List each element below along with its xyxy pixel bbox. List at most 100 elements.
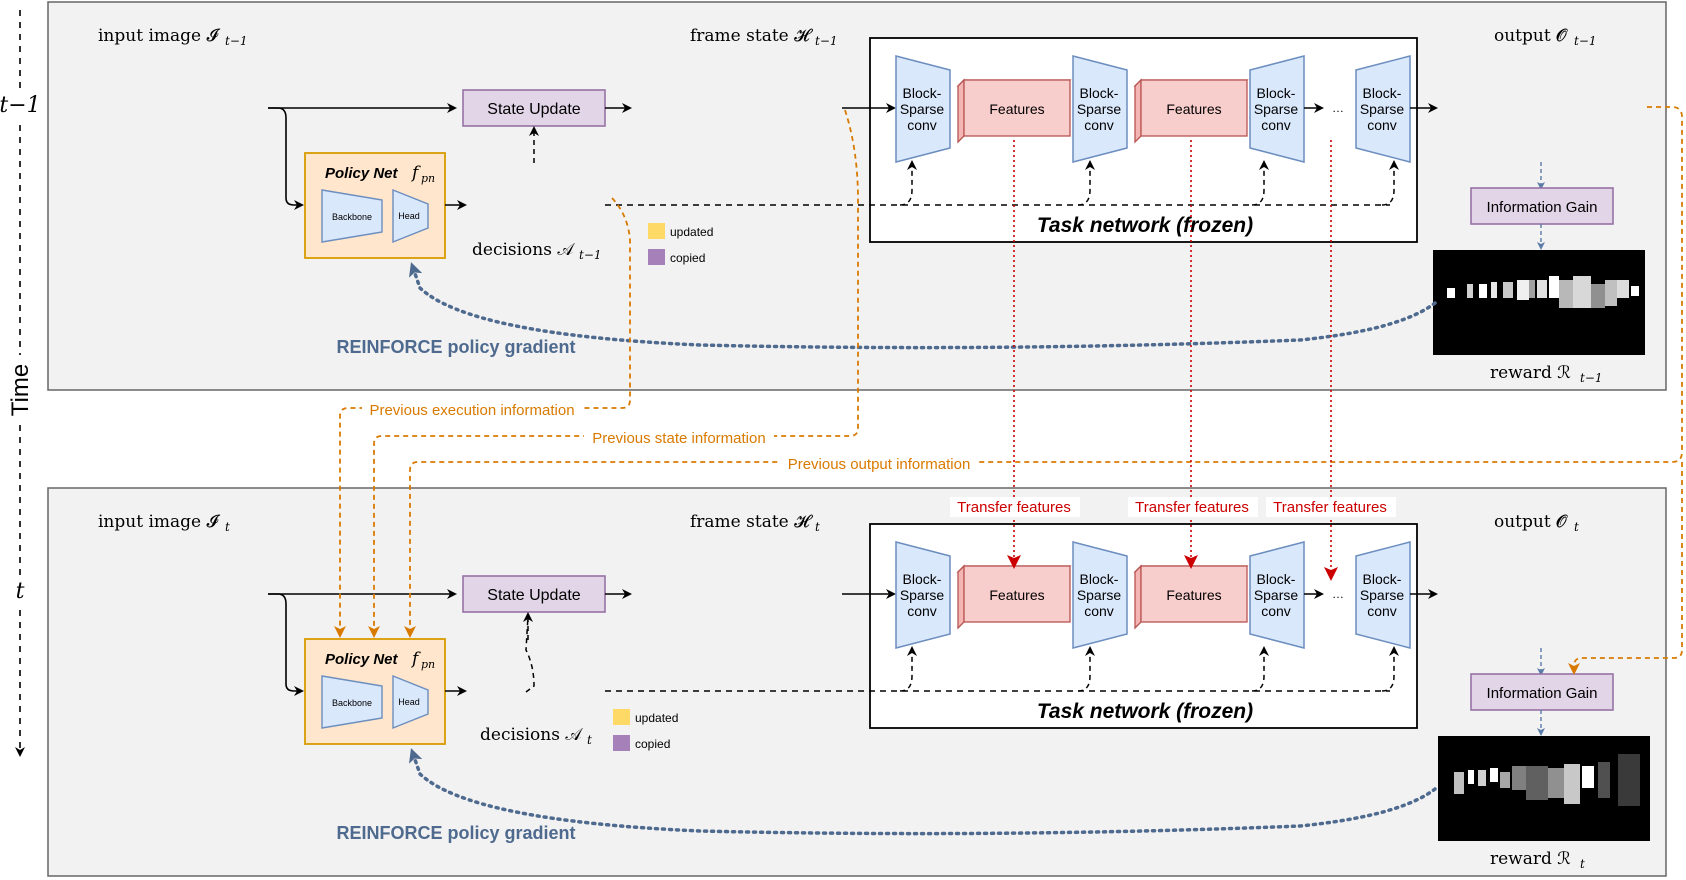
- input-image-label: input image 𝓘: [98, 26, 220, 46]
- block-sparse-conv-2: [1072, 541, 1128, 649]
- block-sparse-label: conv: [1084, 117, 1114, 133]
- reward-subscript: t: [1580, 857, 1585, 871]
- block-sparse-label: Block-: [1080, 571, 1119, 587]
- head-label: Head: [398, 697, 420, 707]
- block-sparse-label: Sparse: [1360, 101, 1405, 117]
- backbone-block: [321, 189, 383, 243]
- legend-copied-label: copied: [670, 251, 705, 265]
- frame-state-label: frame state 𝓗: [690, 512, 813, 532]
- block-sparse-conv-3: [1249, 55, 1305, 163]
- block-sparse-label: Block-: [1363, 571, 1402, 587]
- block-sparse-label: Sparse: [1077, 587, 1122, 603]
- input-image-subscript: t−1: [225, 34, 248, 48]
- features-box-1: [963, 565, 1071, 623]
- output-label: output 𝓞: [1494, 26, 1568, 46]
- block-sparse-conv-2: [1072, 55, 1128, 163]
- features-label: Features: [1166, 587, 1221, 603]
- block-sparse-label: conv: [1084, 603, 1114, 619]
- features-label: Features: [989, 587, 1044, 603]
- task-network-frame: [869, 37, 1418, 243]
- state-update-label: State Update: [487, 101, 581, 118]
- decisions-subscript: t: [587, 733, 592, 747]
- block-sparse-conv-4: [1355, 541, 1411, 649]
- prev-exec-label: Previous execution information: [369, 402, 574, 419]
- panel-background: [47, 1, 1667, 391]
- reward-label: reward ℛ: [1490, 363, 1571, 383]
- features-label: Features: [1166, 101, 1221, 117]
- reinforce-label: REINFORCE policy gradient: [336, 823, 575, 843]
- block-sparse-label: Sparse: [1360, 587, 1405, 603]
- reinforce-label: REINFORCE policy gradient: [336, 337, 575, 357]
- block-sparse-label: conv: [907, 117, 937, 133]
- block-sparse-label: conv: [1367, 603, 1397, 619]
- task-network-label: Task network (frozen): [1037, 700, 1253, 723]
- information-gain-label: Information Gain: [1487, 199, 1598, 216]
- block-sparse-label: conv: [907, 603, 937, 619]
- transfer-label-1: Transfer features: [957, 499, 1071, 516]
- block-sparse-label: Block-: [1257, 85, 1296, 101]
- block-sparse-label: Block-: [1080, 85, 1119, 101]
- policy-net-title: Policy Net: [325, 651, 399, 668]
- decisions-subscript: t−1: [579, 248, 602, 262]
- reward-label: reward ℛ: [1490, 849, 1571, 869]
- block-sparse-label: Sparse: [1254, 587, 1299, 603]
- block-sparse-label: Block-: [903, 85, 942, 101]
- time-axis-label: Time: [7, 364, 34, 416]
- block-sparse-label: Block-: [1257, 571, 1296, 587]
- features-box-2: [1140, 565, 1248, 623]
- decisions-label: decisions 𝒜: [480, 725, 583, 745]
- legend-updated-swatch: [648, 223, 665, 239]
- block-sparse-label: Sparse: [1077, 101, 1122, 117]
- transfer-labels: Transfer features Transfer features Tran…: [950, 497, 1396, 517]
- features-box-2: [1140, 79, 1248, 137]
- decisions-label: decisions 𝒜: [472, 240, 575, 260]
- block-sparse-label: conv: [1261, 117, 1291, 133]
- legend-updated-swatch: [613, 709, 630, 725]
- policy-net-function: f: [410, 649, 421, 669]
- features-label: Features: [989, 101, 1044, 117]
- input-image-subscript: t: [225, 520, 230, 534]
- block-sparse-conv-3: [1249, 541, 1305, 649]
- information-gain-box: [1470, 673, 1614, 711]
- input-image-label: input image 𝓘: [98, 512, 220, 532]
- state-update-box: [462, 575, 606, 613]
- block-sparse-label: Sparse: [900, 587, 945, 603]
- features-box-1: [963, 79, 1071, 137]
- head-block: [392, 188, 429, 244]
- previous-info-labels: Previous execution information Previous …: [362, 399, 978, 473]
- block-sparse-conv-4: [1355, 55, 1411, 163]
- output-subscript: t: [1574, 520, 1579, 534]
- block-sparse-conv-1: [895, 55, 951, 163]
- policy-net-function-subscript: pn: [421, 658, 435, 671]
- prev-state-label: Previous state information: [592, 430, 765, 447]
- time-label-prev: t−1: [0, 93, 41, 118]
- backbone-label: Backbone: [332, 698, 372, 708]
- reinforce-gradient-path: [409, 262, 1437, 350]
- block-sparse-conv-1: [895, 541, 951, 649]
- frame-state-subscript: t: [815, 520, 820, 534]
- output-label: output 𝓞: [1494, 512, 1568, 532]
- legend-copied-label: copied: [635, 737, 670, 751]
- legend-updated-label: updated: [670, 225, 713, 239]
- policy-net-title: Policy Net: [325, 165, 399, 182]
- ellipsis: …: [1332, 587, 1344, 601]
- state-update-label: State Update: [487, 587, 581, 604]
- reward-subscript: t−1: [1580, 371, 1603, 385]
- policy-net-function-subscript: pn: [421, 172, 435, 185]
- time-label-cur: t: [16, 579, 25, 604]
- panel-background: [47, 487, 1667, 877]
- time-axis: t−1 t Time: [0, 10, 41, 757]
- state-update-box: [462, 89, 606, 127]
- backbone-block: [321, 675, 383, 729]
- previous-info-connections: [334, 106, 1683, 675]
- block-sparse-label: conv: [1367, 117, 1397, 133]
- head-block: [392, 674, 429, 730]
- output-subscript: t−1: [1574, 34, 1597, 48]
- reinforce-gradient-path: [409, 748, 1437, 836]
- block-sparse-label: Sparse: [1254, 101, 1299, 117]
- block-sparse-label: Sparse: [900, 101, 945, 117]
- backbone-label: Backbone: [332, 212, 372, 222]
